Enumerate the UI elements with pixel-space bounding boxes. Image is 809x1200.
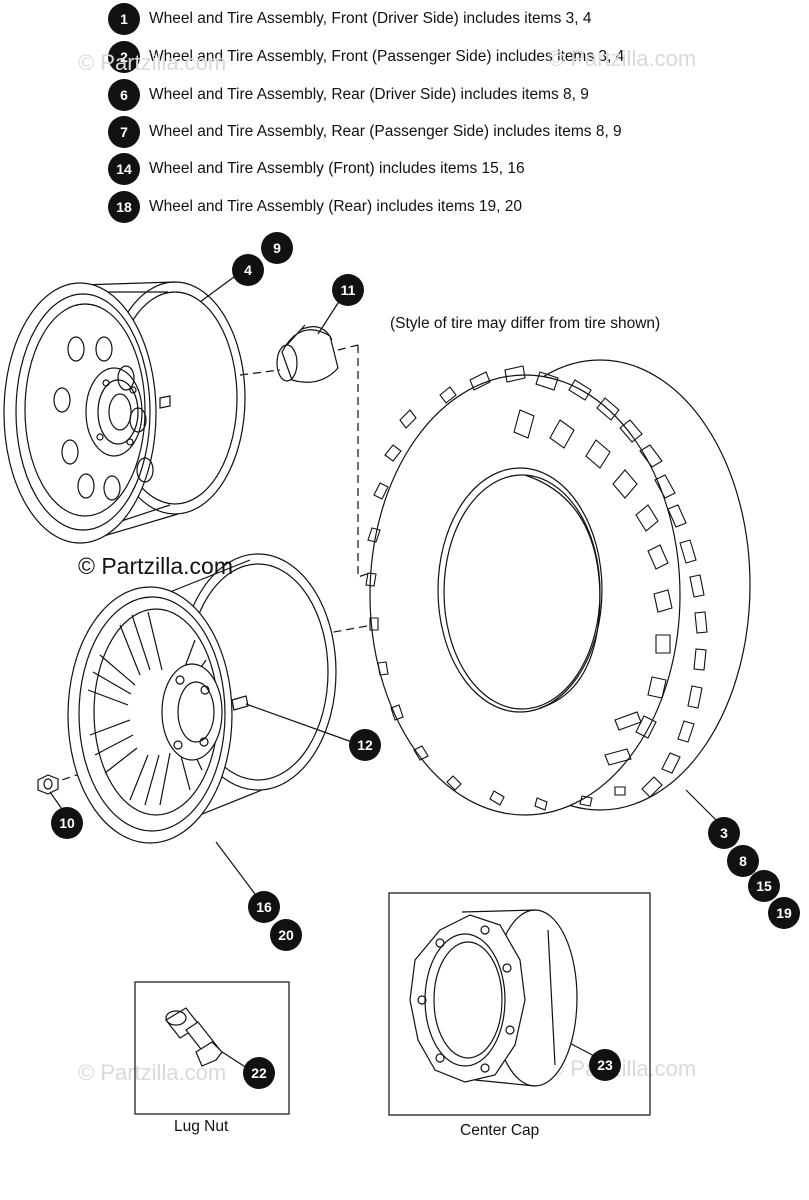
lug-nut-detail-box bbox=[134, 981, 290, 1115]
legend-badge: 1 bbox=[108, 3, 140, 35]
legend-badge: 14 bbox=[108, 153, 140, 185]
callout-20: 20 bbox=[270, 919, 302, 951]
watermark: © Partzilla.com bbox=[78, 50, 227, 75]
center-cap-caption: Center Cap bbox=[460, 1122, 540, 1139]
callout-9: 9 bbox=[261, 232, 293, 264]
legend-badge: 18 bbox=[108, 191, 140, 223]
legend-item: 18 Wheel and Tire Assembly (Rear) includ… bbox=[108, 191, 522, 223]
callout-23: 23 bbox=[589, 1049, 621, 1081]
copyright-text: © Partzilla.com bbox=[78, 553, 233, 579]
callout-8: 8 bbox=[727, 845, 759, 877]
callout-4: 4 bbox=[232, 254, 264, 286]
legend-text: Wheel and Tire Assembly, Rear (Driver Si… bbox=[149, 86, 589, 103]
callout-22: 22 bbox=[243, 1057, 275, 1089]
steel-wheel-illustration bbox=[3, 281, 246, 544]
legend-text: Wheel and Tire Assembly (Front) includes… bbox=[149, 160, 525, 177]
tire-style-note: (Style of tire may differ from tire show… bbox=[390, 315, 661, 332]
watermark: © Partzilla.com bbox=[548, 1056, 697, 1081]
callout-15: 15 bbox=[748, 870, 780, 902]
legend-badge: 6 bbox=[108, 79, 140, 111]
legend-text: Wheel and Tire Assembly, Front (Driver S… bbox=[149, 10, 592, 27]
callout-11: 11 bbox=[332, 274, 364, 306]
legend-badge: 2 bbox=[108, 41, 140, 73]
watermark: © Partzilla.com bbox=[548, 46, 697, 71]
tire-illustration bbox=[365, 359, 751, 816]
lug-nut-caption: Lug Nut bbox=[174, 1118, 229, 1135]
legend-badge: 7 bbox=[108, 116, 140, 148]
legend-text: Wheel and Tire Assembly (Rear) includes … bbox=[149, 198, 523, 215]
lug-nut-small-illustration bbox=[37, 774, 59, 795]
callout-10: 10 bbox=[51, 807, 83, 839]
callout-12: 12 bbox=[349, 729, 381, 761]
legend-item: 2 Wheel and Tire Assembly, Front (Passen… bbox=[108, 41, 624, 73]
legend-text: Wheel and Tire Assembly, Front (Passenge… bbox=[149, 48, 625, 65]
legend-item: 1 Wheel and Tire Assembly, Front (Driver… bbox=[108, 3, 591, 35]
callout-19: 19 bbox=[768, 897, 800, 929]
callout-16: 16 bbox=[248, 891, 280, 923]
alloy-wheel-illustration bbox=[67, 553, 337, 844]
legend-item: 6 Wheel and Tire Assembly, Rear (Driver … bbox=[108, 79, 589, 111]
legend-item: 14 Wheel and Tire Assembly (Front) inclu… bbox=[108, 153, 525, 185]
legend-item: 7 Wheel and Tire Assembly, Rear (Passeng… bbox=[108, 116, 622, 148]
callout-3: 3 bbox=[708, 817, 740, 849]
center-cap-detail-box bbox=[388, 892, 651, 1116]
legend-text: Wheel and Tire Assembly, Rear (Passenger… bbox=[149, 123, 622, 140]
center-cap-illustration bbox=[276, 324, 339, 383]
